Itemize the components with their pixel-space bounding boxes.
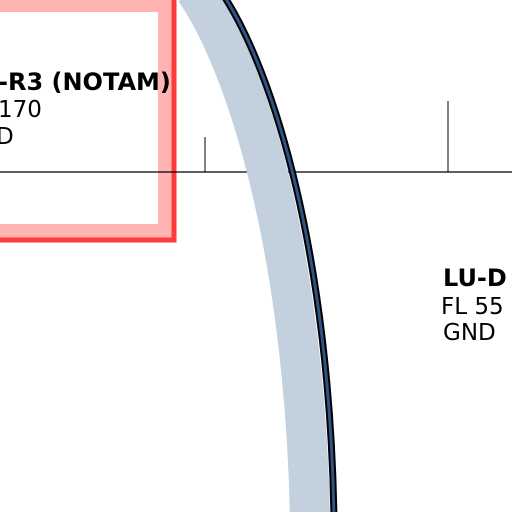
notam-zone-name: -R3 (NOTAM) xyxy=(0,68,171,96)
notam-restricted-area xyxy=(0,0,177,243)
lu-d-zone-label: LU-D FL 55 GND xyxy=(441,264,507,346)
notam-zone-lower-limit: D xyxy=(0,124,14,150)
airspace-boundary-arc xyxy=(178,0,338,512)
lu-d-zone-lower-limit: GND xyxy=(443,320,496,346)
airspace-boundary-line-inner xyxy=(224,0,336,512)
notam-zone-upper-limit: 170 xyxy=(0,97,42,123)
notam-zone-label: -R3 (NOTAM) 170 D xyxy=(0,68,171,150)
lu-d-zone-name: LU-D xyxy=(443,264,507,292)
notam-area-band xyxy=(0,0,174,240)
lu-d-zone-upper-limit: FL 55 xyxy=(441,294,504,320)
airspace-boundary-band xyxy=(178,0,330,512)
notam-area-border xyxy=(0,0,177,243)
